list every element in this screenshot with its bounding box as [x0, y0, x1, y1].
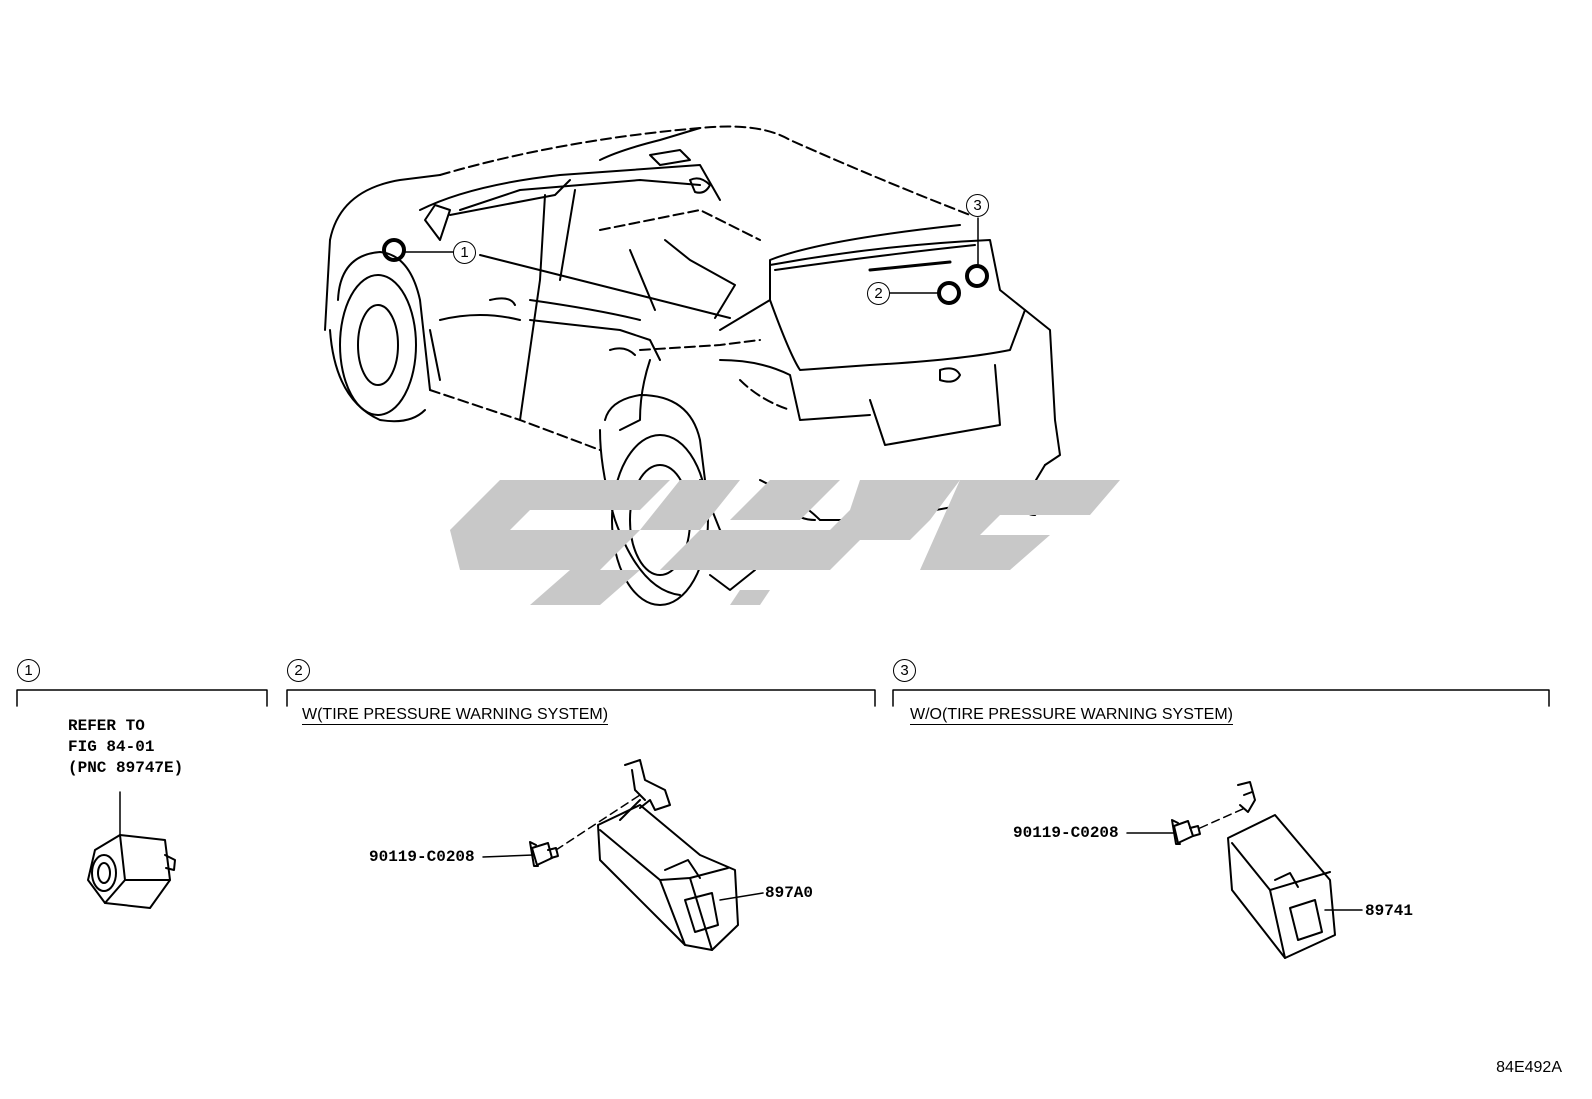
reference-line-3: (PNC 89747E) — [68, 759, 184, 777]
section-3-bolt-part-number[interactable]: 90119-C0208 — [1013, 824, 1119, 842]
marker-location-3 — [965, 264, 989, 288]
section-3-assembly — [1126, 781, 1363, 959]
section-3-number: 3 — [893, 659, 916, 682]
reference-line-2: FIG 84-01 — [68, 738, 155, 756]
section-brackets — [16, 689, 1550, 707]
section-2-bolt-part-number[interactable]: 90119-C0208 — [369, 848, 475, 866]
section-2-number: 2 — [287, 659, 310, 682]
section-1-number: 1 — [17, 659, 40, 682]
section-2-condition-text: W(TIRE PRESSURE WARNING SYSTEM) — [302, 706, 609, 725]
reference-line-1: REFER TO — [68, 717, 145, 735]
section-2-assembly — [482, 759, 764, 951]
section-2-unit-part-number[interactable]: 897A0 — [765, 884, 814, 902]
callout-3: 3 — [966, 194, 989, 217]
section-2-condition: W(TIRE PRESSURE WARNING SYSTEM) — [302, 706, 609, 725]
section-1-reference: REFER TO FIG 84-01 (PNC 89747E) — [68, 716, 183, 779]
watermark-logo — [450, 480, 1120, 605]
section-3-condition: W/O(TIRE PRESSURE WARNING SYSTEM) — [910, 706, 1233, 725]
callout-leaders — [403, 217, 979, 294]
marker-location-2 — [937, 281, 961, 305]
section-1-sensor — [87, 791, 176, 909]
location-markers — [382, 238, 989, 305]
marker-location-1 — [382, 238, 406, 262]
section-3-unit-part-number[interactable]: 89741 — [1365, 902, 1414, 920]
figure-id: 84E492A — [1496, 1059, 1562, 1076]
callout-1: 1 — [453, 241, 476, 264]
callout-2: 2 — [867, 282, 890, 305]
section-3-condition-text: W/O(TIRE PRESSURE WARNING SYSTEM) — [910, 706, 1233, 725]
